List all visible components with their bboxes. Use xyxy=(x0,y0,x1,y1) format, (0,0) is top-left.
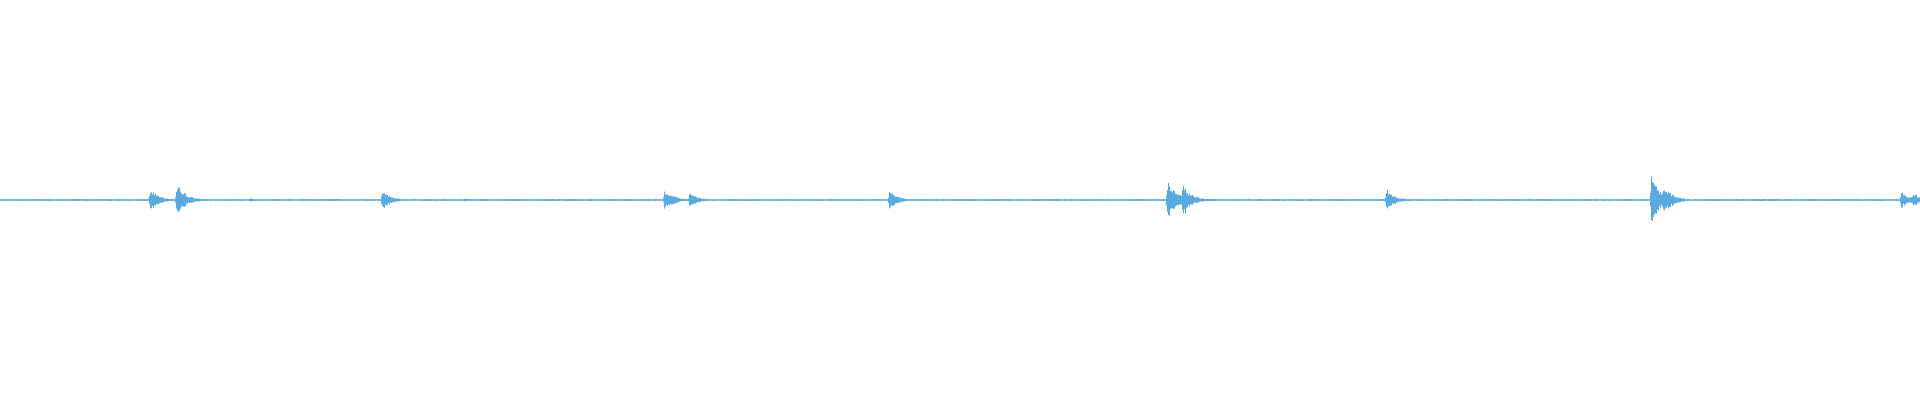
waveform-samples xyxy=(0,176,1920,221)
waveform-trace xyxy=(0,176,1920,221)
